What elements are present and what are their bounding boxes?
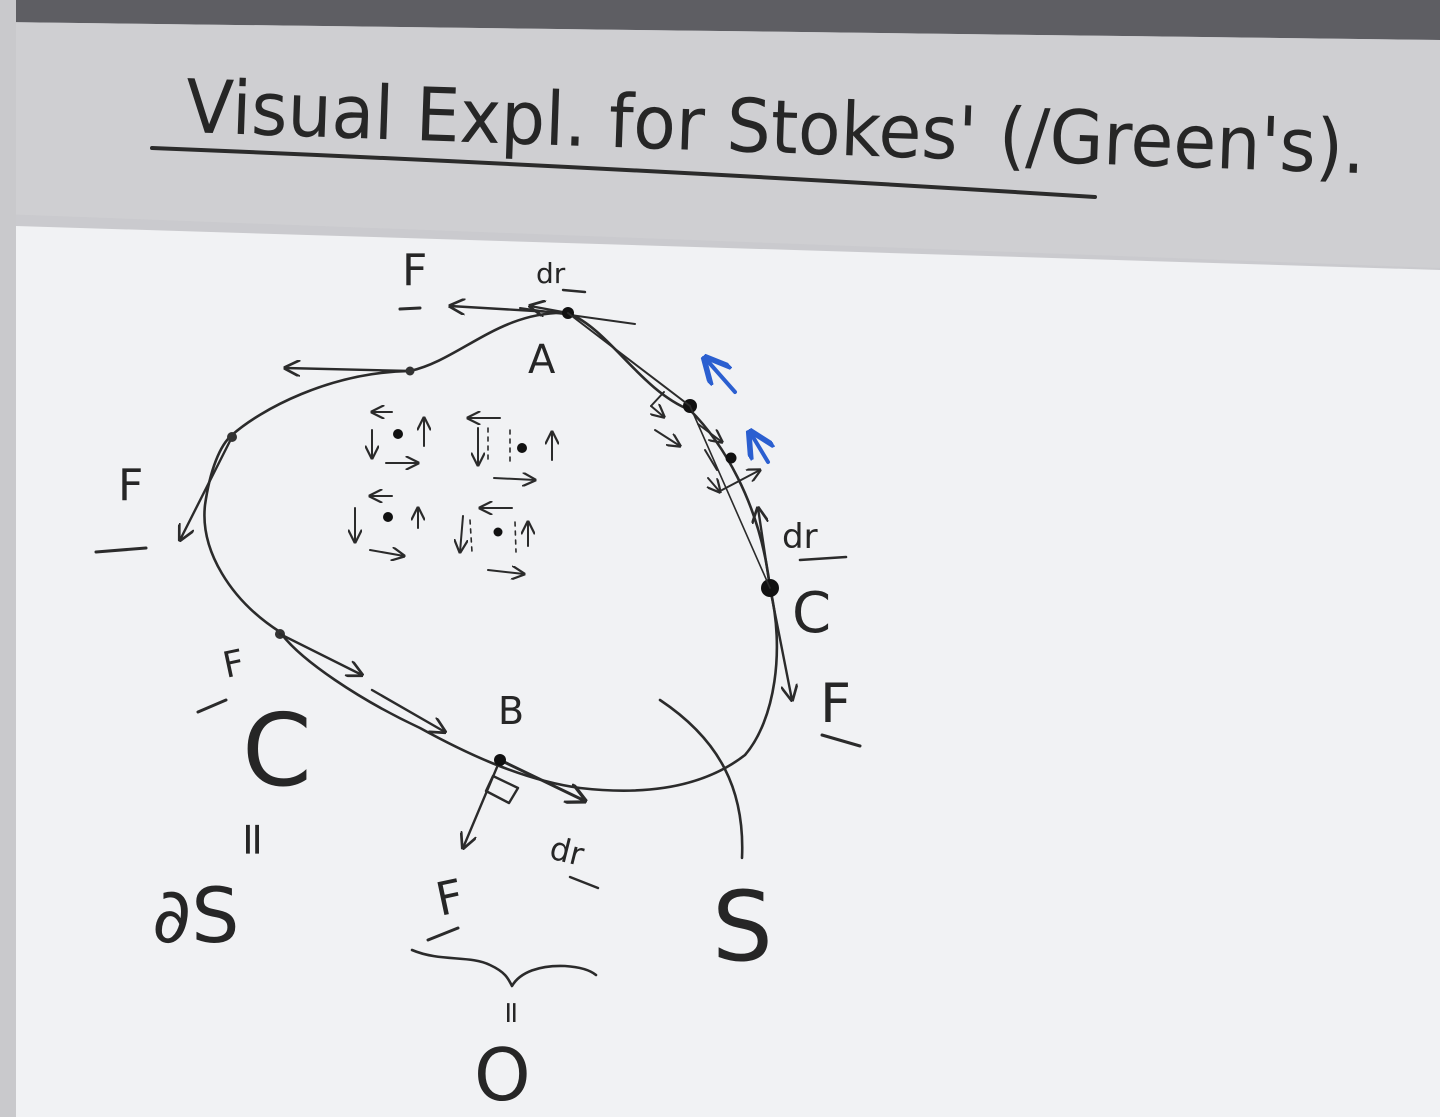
f-right-underline (820, 733, 862, 748)
f-arrow-upper-left (285, 368, 412, 371)
boundary-label: ∂S (152, 871, 240, 960)
left-point-dot (227, 432, 237, 442)
f-left-underline (94, 546, 148, 554)
surface-line (658, 698, 744, 860)
surface-label: S (712, 871, 773, 983)
dr-bottom-underline (568, 875, 600, 890)
f-bottom-underline (426, 926, 460, 942)
dr-right-underline (798, 555, 848, 562)
f-top-label: F (402, 245, 427, 296)
brace-equals-sign: = (494, 1000, 529, 1025)
top-dark-strip (0, 0, 1440, 40)
point-c-label: C (792, 581, 831, 646)
f-top-underline (398, 306, 422, 311)
underbrace (410, 948, 598, 988)
f-left-label: F (118, 460, 143, 511)
point-c-group: C (758, 508, 831, 700)
point-a-label: A (528, 337, 556, 383)
title-underline (150, 146, 1097, 199)
upper-board-band (0, 22, 1440, 268)
left-frame-edge (0, 0, 16, 1117)
point-a-group: A (450, 306, 636, 383)
upper-left-point-dot (405, 366, 415, 376)
dr-right-label: dr (782, 517, 818, 557)
point-b-label: B (498, 689, 524, 733)
f-arrow-left (180, 435, 234, 540)
f-right-label: F (820, 672, 851, 735)
zero-label: O (474, 1033, 531, 1117)
point-b-group: B (463, 689, 585, 848)
interior-cells (355, 412, 552, 574)
f-arrow-lower-left-1 (278, 632, 362, 675)
curve-boundary (203, 311, 779, 792)
dr-top-label: dr (536, 257, 566, 290)
f-lower-left-underline (196, 698, 228, 714)
upper-right-circulation (567, 312, 771, 589)
point-b-dot (494, 754, 506, 766)
blue-arrow-lower (750, 432, 768, 464)
curve-c-label: C (242, 692, 312, 809)
f-arrow-lower-left-2 (370, 688, 445, 732)
dr-top-underline (561, 288, 587, 294)
curve-equals-sign: = (227, 820, 281, 859)
blue-arrow-upper (705, 358, 737, 394)
